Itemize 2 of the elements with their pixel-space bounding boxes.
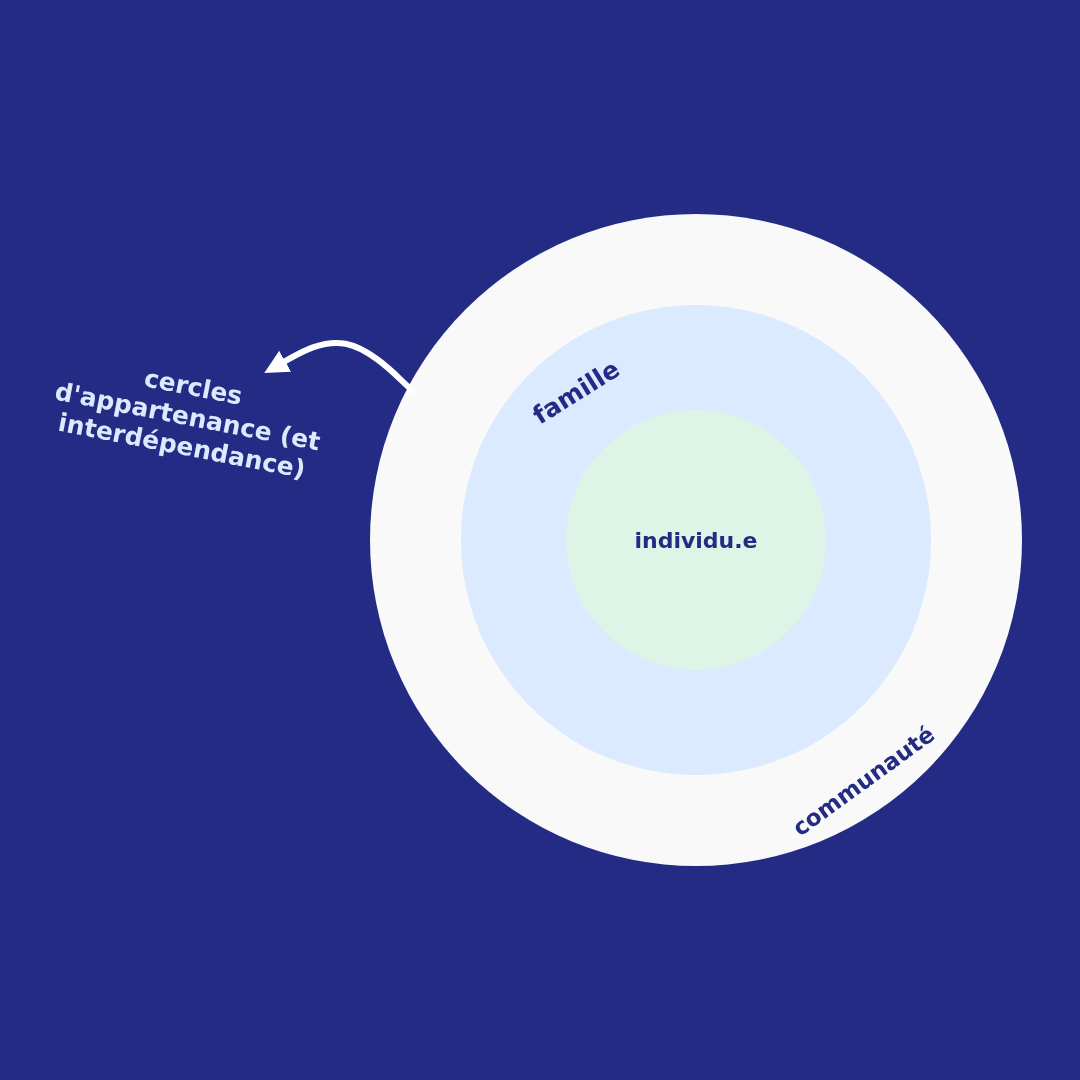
arrow <box>264 339 416 394</box>
circle-label: individu.e <box>634 527 758 553</box>
